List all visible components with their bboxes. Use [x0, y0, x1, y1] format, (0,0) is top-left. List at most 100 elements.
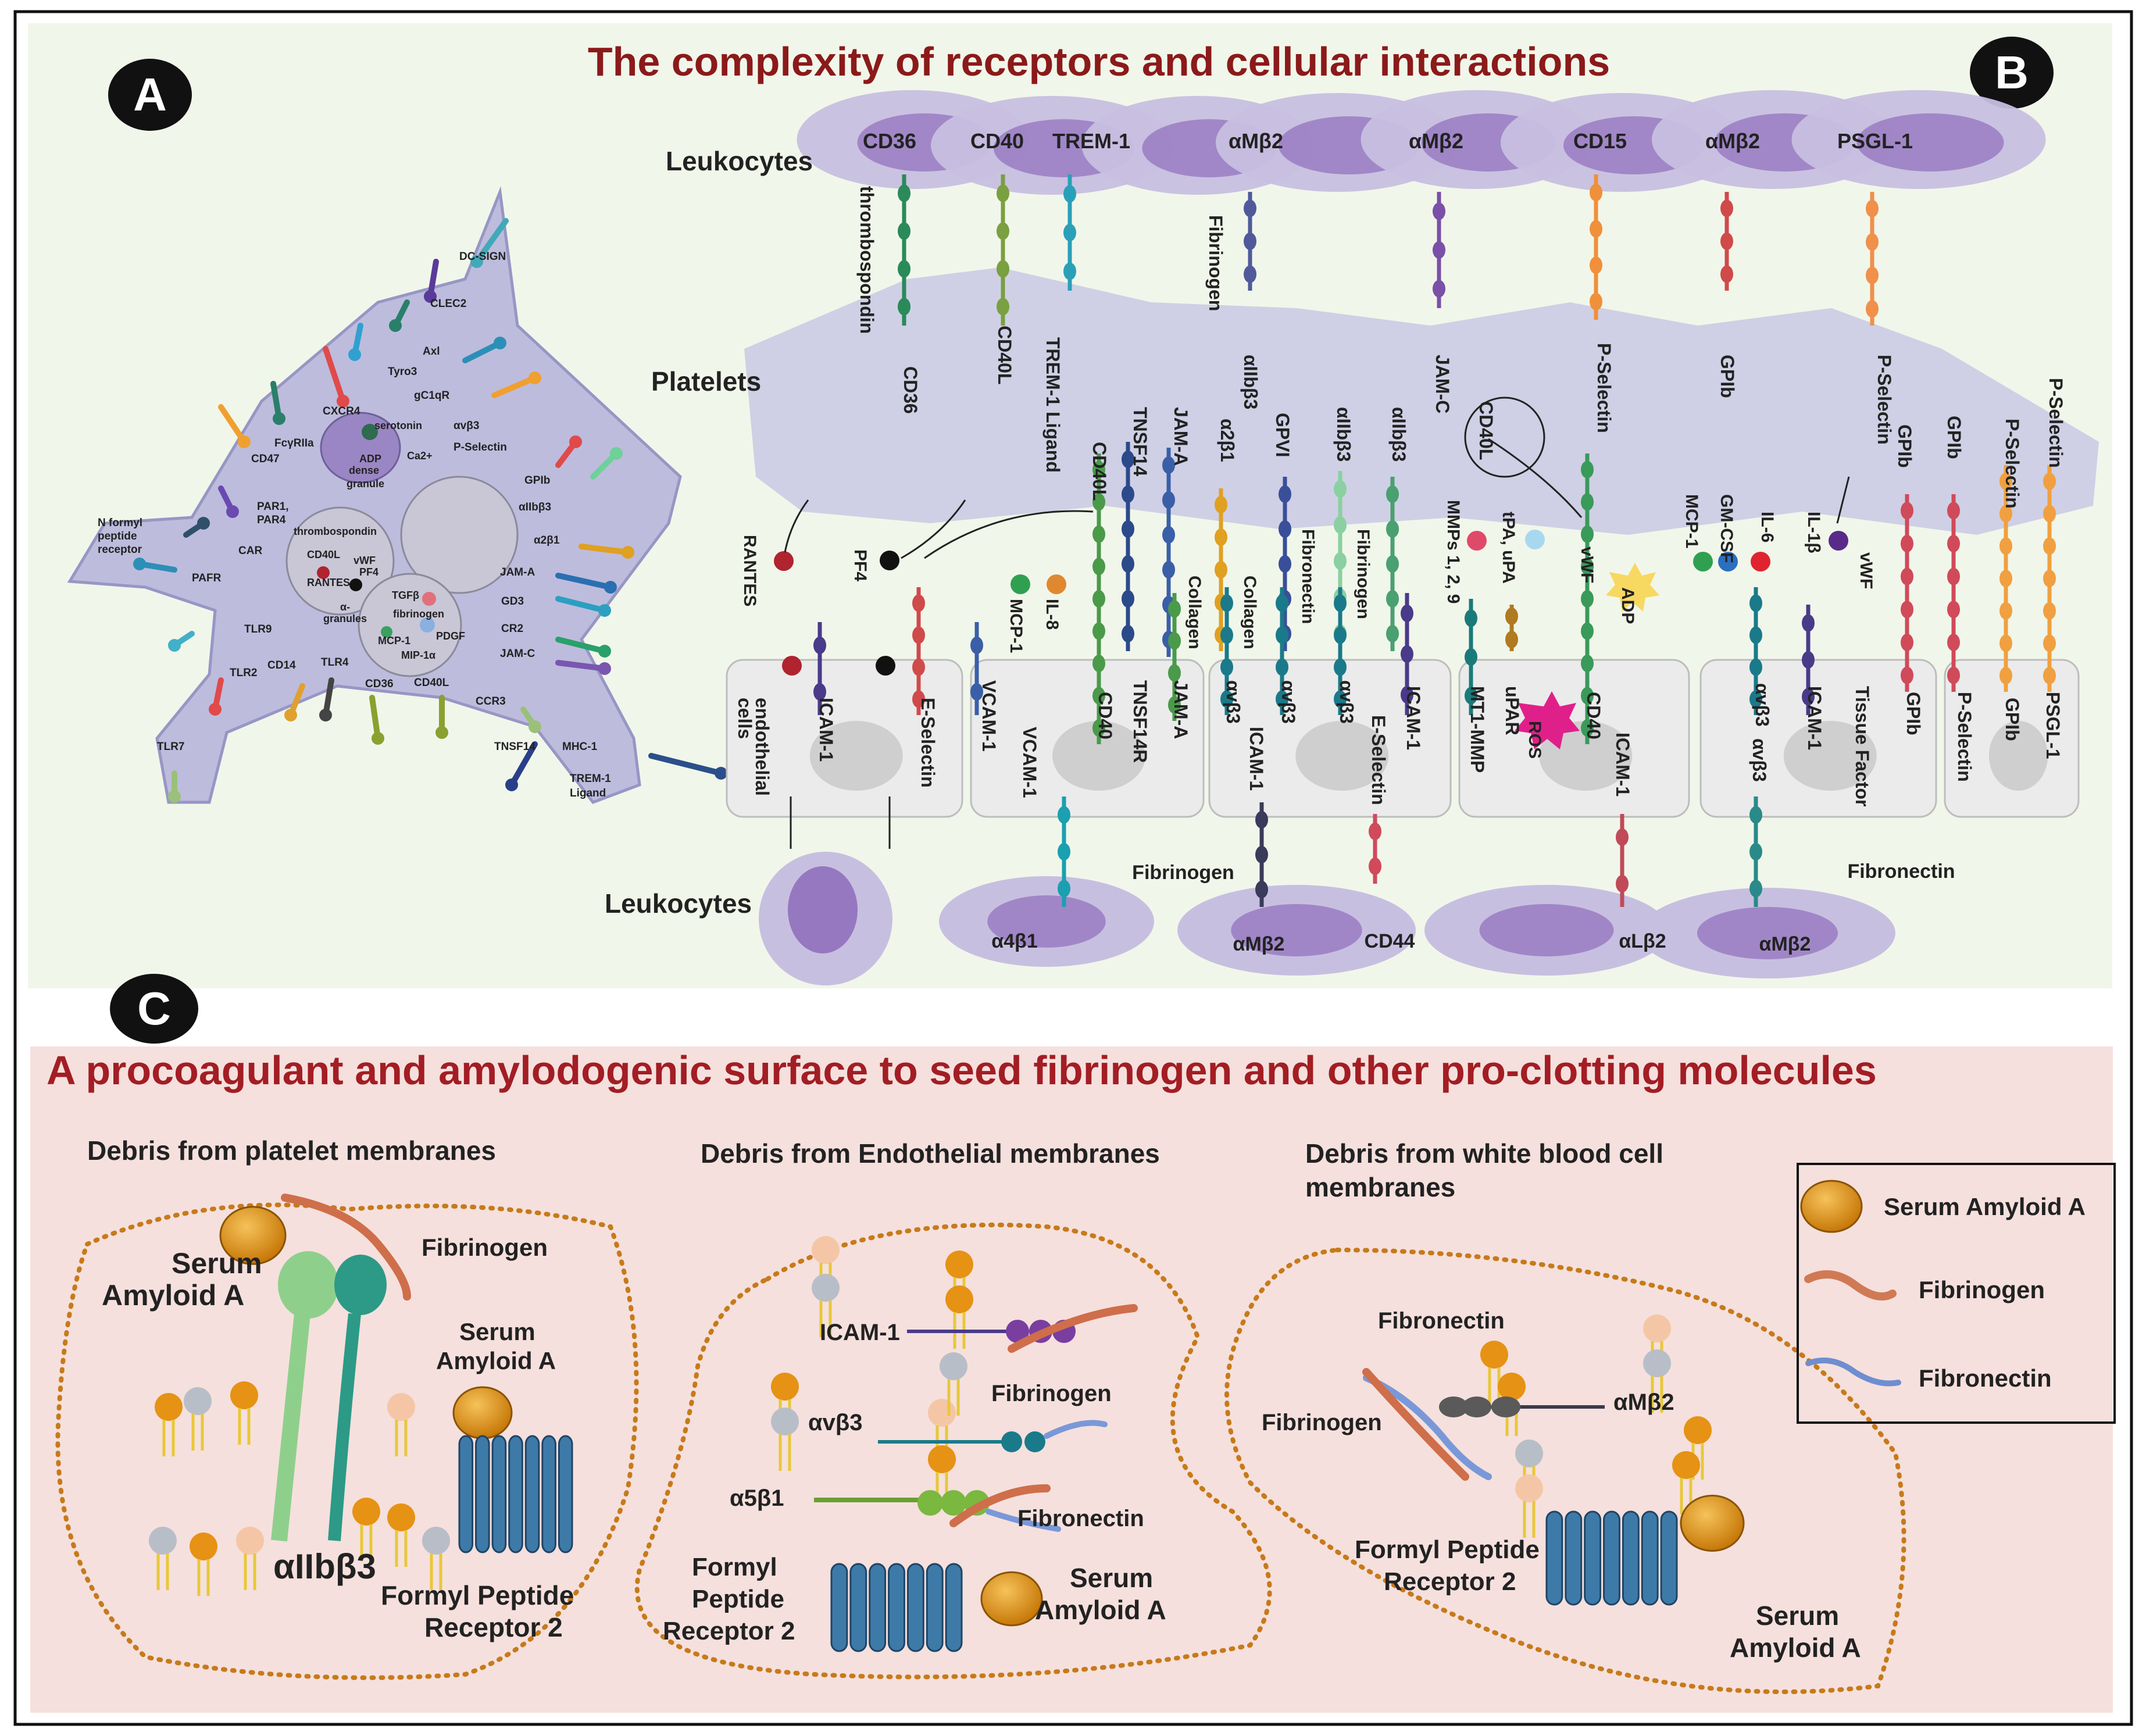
receptor-stalk	[1505, 605, 1518, 651]
lipid-head	[387, 1503, 415, 1531]
receptor-glyph	[474, 218, 509, 265]
endothelial-label: αvβ3	[1336, 680, 1357, 724]
fpr2-helix	[869, 1563, 887, 1652]
fpr2-helix	[1641, 1510, 1659, 1606]
avb3-domain	[1024, 1431, 1045, 1452]
aIIb-domain	[278, 1251, 338, 1319]
receptor-head	[168, 790, 181, 803]
leukocyte-receptor-label: αMβ2	[1229, 129, 1283, 153]
endothelial-nucleus	[1539, 721, 1633, 791]
platelet-body-a	[67, 186, 682, 804]
b3-stalk	[328, 1313, 361, 1541]
alpha-granule-left	[285, 506, 395, 616]
serum-amyloid-a-glyph	[219, 1206, 287, 1265]
lipid-head	[422, 1527, 450, 1555]
dense-granule	[320, 412, 401, 484]
endothelial-label: E-Selectin	[917, 698, 938, 788]
platelet-receptor-label: TREM-1 Ligand	[1042, 337, 1063, 473]
mediator-dot	[1047, 574, 1066, 594]
leukocyte-nucleus	[1231, 904, 1362, 956]
receptor-stalk	[997, 174, 1009, 326]
platelet-receptor-label: CD36	[900, 366, 921, 414]
debris-label: Serum	[1756, 1601, 1839, 1631]
receptor-stalk	[813, 622, 826, 715]
fpr2-helix	[1545, 1510, 1563, 1606]
receptor-label: CR2	[501, 623, 523, 635]
panel-letter-a-text: A	[133, 69, 167, 120]
debris-wbc: Debris from white blood cell membranes	[1224, 1138, 1906, 1694]
debris-label: Fibronectin	[1378, 1308, 1505, 1334]
receptor-label: TLR2	[230, 667, 258, 679]
receptor-stalk	[1058, 796, 1070, 907]
platelet-receptor-label: P-Selectin	[2045, 378, 2066, 468]
panel-letter-c-text: C	[137, 983, 171, 1034]
platelet-receptor-label: P-Selectin	[2002, 419, 2023, 509]
lower-receptor-label: αvβ3	[1749, 738, 1770, 782]
lipid-head	[771, 1373, 799, 1401]
receptor-label: PAR1,	[257, 501, 289, 513]
endothelial-label: VCAM-1	[979, 680, 999, 752]
mediator-label: MCP-1	[1006, 599, 1026, 653]
protein-fiber	[949, 1484, 1051, 1527]
endothelial-label: αvβ3	[1223, 680, 1244, 724]
mediator-label: ADP	[1618, 587, 1637, 624]
receptor-stalk	[1947, 494, 1960, 692]
receptor-head	[470, 255, 483, 268]
amb2-domain	[1491, 1396, 1520, 1417]
platelet-receptor-label: P-Selectin	[1874, 355, 1895, 445]
mediator-label: IL-8	[1042, 599, 1062, 630]
receptor-head	[622, 546, 634, 559]
debris-label: αIIbβ3	[273, 1547, 376, 1586]
debris-label: Fibrinogen	[422, 1234, 548, 1261]
receptor-head	[505, 778, 518, 791]
receptor-label: Axl	[423, 345, 440, 358]
receptor-label: GD3	[501, 595, 524, 608]
debris-platelet-outline	[55, 1202, 639, 1680]
protein-fiber	[1008, 1304, 1138, 1353]
granule-label: serotonin	[374, 420, 422, 431]
lipid-head	[1672, 1451, 1700, 1479]
receptor-head	[569, 435, 582, 448]
mediator-label: PF4	[851, 549, 870, 581]
receptor-label: DC-SIGN	[459, 251, 506, 263]
receptor-head	[610, 447, 623, 460]
mediator-label: Collagen	[1240, 576, 1259, 649]
legend-fibrinogen-label: Fibrinogen	[1919, 1276, 2045, 1303]
granule-label: CD40L	[307, 549, 340, 560]
granule-label: vWF	[353, 555, 376, 566]
a5b1-domain	[941, 1490, 966, 1516]
receptor-stalk	[1220, 587, 1233, 715]
leukocyte-receptor-label: αMβ2	[1409, 129, 1463, 153]
debris-label: αMβ2	[1613, 1389, 1674, 1415]
lipid-head	[387, 1393, 415, 1421]
mediator-dot	[880, 551, 899, 570]
granule-label: thrombospondin	[294, 526, 377, 537]
fpr2-helix	[524, 1435, 540, 1553]
lipid-head	[812, 1274, 840, 1302]
receptor-label: P-Selectin	[454, 441, 507, 453]
receptor-label: TNSF14	[494, 741, 535, 753]
receptor-glyph	[579, 544, 631, 555]
receptor-stalk	[1465, 599, 1477, 715]
leukocyte-receptor-label: CD40	[970, 129, 1024, 153]
fpr2-helix	[558, 1435, 573, 1553]
mediator-dot	[1467, 531, 1487, 551]
receptor-stalk	[1276, 587, 1288, 715]
platelet-receptor-label: α2β1	[1217, 419, 1238, 462]
granule-label: PF4	[359, 566, 379, 578]
receptor-label: gC1qR	[414, 390, 450, 402]
protein-fiber	[1044, 1420, 1108, 1439]
protein-fiber	[281, 1194, 411, 1301]
receptor-stalk	[1581, 453, 1594, 744]
legend-fibronectin-label: Fibronectin	[1919, 1364, 2052, 1392]
platelet-receptor-label: P-Selectin	[1594, 343, 1615, 433]
amb2-domain	[1462, 1396, 1491, 1417]
receptor-stalk	[1749, 796, 1762, 907]
lipid-head	[928, 1399, 956, 1427]
leukocyte-receptor-label: PSGL-1	[1837, 129, 1913, 153]
receptor-head	[319, 709, 332, 721]
ros-burst	[1515, 691, 1580, 749]
leukocyte-band-top	[797, 90, 2046, 195]
